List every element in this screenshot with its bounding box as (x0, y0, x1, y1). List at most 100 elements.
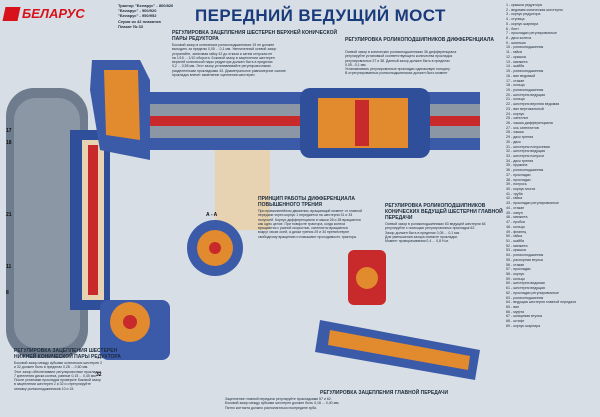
legend-item: 1 - крышка редуктора (506, 3, 542, 7)
legend-item: 20 - шестерня ведущая (506, 92, 545, 97)
text-line: Пятно контакта должно располагаться посе… (225, 405, 317, 410)
legend-item: 65 - вал (506, 305, 520, 309)
text-line: В отрегулированных роликоподшипниках дол… (345, 71, 448, 76)
legend-item: 6 - болт (506, 26, 519, 31)
brand-name: БЕЛАРУС (22, 6, 85, 21)
tractor-line: "Беларус" - 900/920 (118, 8, 157, 14)
legend-item: 11 - гайка (506, 50, 522, 55)
legend-item: 44 - стакан (506, 205, 525, 210)
text-line: верхней конической пары редуктора должен… (172, 60, 273, 65)
legend-item: 25 - сателлит (506, 116, 529, 121)
legend-item: 50 - гайка (506, 234, 523, 239)
legend-item: 12 - крышка (506, 54, 526, 59)
legend-item: 48 - кольцо (506, 224, 525, 229)
legend-item: 13 - манжета (506, 59, 528, 64)
legend-item: 18 - кольцо (506, 83, 525, 88)
text-line: на 1/15 ... 1/10 оборота. Боковой зазор … (172, 55, 275, 60)
text-line: и 32 должен быть в пределах 0,28 ... 0,6… (14, 365, 89, 370)
text-line: вокруг своих осей, а диски трения 29 и 3… (258, 230, 350, 235)
legend-item: 37 - прокладки (506, 172, 531, 177)
legend-item: 9 - шпилька (506, 40, 526, 45)
text-line: Осевой зазор в роликоподшипниках 63 веду… (385, 222, 486, 226)
text-line: Боковой зазор в конических роликоподшипн… (172, 43, 275, 47)
lower-pair-title: РЕГУЛИРОВКА ЗАЦЕПЛЕНИЯ ШЕСТЕРЕН НИЖНЕЙ К… (14, 348, 121, 360)
tractor-models: Трактор "Беларус" - 800/820 "Беларус" - … (118, 3, 178, 29)
legend-item: 67 - шлицевая втулка (506, 314, 542, 319)
legend-item: 2 - ведомая коническая шестерня (506, 7, 563, 12)
text-line: Этот зазор обеспечивают регулировочные п… (14, 369, 101, 374)
text-line: передачи через корпус 1 передается на ше… (258, 213, 353, 218)
text-line: Боковой зазор между зубьями шестерен дол… (225, 401, 340, 406)
legend-item: 32 - шестерня ведущая (506, 149, 545, 154)
legend-item: 35 - пружина (506, 163, 528, 168)
legend-item: 61 - шестерня ведущая (506, 286, 545, 291)
legend-item: 64 - ведущая шестерня главной передачи (506, 300, 576, 305)
text-line: регулировочных 37 и 38. Данный зазор дол… (345, 58, 450, 63)
legend-item: 33 - шестерня полуоси (506, 154, 544, 158)
legend-item: 52 - манжета (506, 243, 528, 248)
legend-item: 24 - корпус (506, 111, 525, 116)
legend-item: 22 - шестерня верхняя ведомая (506, 102, 560, 107)
brand-logo: БЕЛАРУС (2, 3, 114, 25)
legend-item: 34 - диск трения (506, 158, 534, 163)
legend-item: 26 - чашка дифференциала (506, 120, 553, 125)
principle-title: ПРИНЦИП РАБОТЫ ДИФФЕРЕНЦИАЛА ПОВЫШЕННОГО… (258, 196, 355, 208)
text-line: Момент проворачивания 0,4 ... 0,8 Н.м. (385, 239, 449, 244)
text-line: При прямолинейном движении, вращающий мо… (258, 209, 362, 213)
legend-item: 15 - роликоподшипник (506, 69, 544, 74)
text-line: устраняйте, затягивая гайку 42 до отказа… (172, 51, 273, 56)
legend-item: 59 - кольцо (506, 276, 525, 281)
legend-item: 27 - ось сателлитов (506, 125, 539, 130)
text-line: в зацеплении шестерен 2 и 32 и отрегулир… (14, 382, 91, 387)
legend-item: 4 - ступица (506, 17, 525, 22)
text-line: полуосей. Корпус дифференциала и чашки 2… (258, 217, 361, 222)
legend-item: 47 - пробка (506, 220, 525, 225)
text-line: затяжку роликоподшипников 10 и 15. (14, 386, 75, 391)
legend-item: 62 - прокладки регулировочные (506, 290, 559, 295)
legend-item: 58 - корпус (506, 271, 525, 276)
callout-18: 18 (6, 140, 12, 146)
legend-item: 39 - полуось (506, 182, 527, 187)
text-line: Боковой зазор между зубьями конических ш… (14, 361, 103, 365)
text-line: Зазор должен быть в пределах 0,05 ... 0,… (385, 230, 460, 235)
legend-item: 66 - муфта (506, 309, 524, 314)
legend-item: 38 - прокладки (506, 177, 531, 182)
legend-item: 51 - шайба (506, 238, 525, 243)
legend-item: 14 - шайба (506, 64, 525, 69)
text-line: Устанавливать регулировочные прокладки о… (345, 67, 450, 72)
legend-item: 29 - диск трения (506, 135, 534, 140)
text-line: После установки прокладок проверьте боко… (14, 378, 101, 383)
legend-item: 46 - манжета (506, 215, 528, 220)
main-gear-title: РЕГУЛИРОВКА ЗАЦЕПЛЕНИЯ ГЛАВНОЙ ПЕРЕДАЧИ (320, 390, 449, 396)
text-line: прокладок влечет изменение сцепления шес… (172, 73, 256, 78)
legend-item: 43 - прокладки регулировочные (506, 201, 559, 206)
text-line: свободному вращению и повышают проходимо… (258, 234, 357, 239)
callout-17: 17 (6, 128, 12, 134)
differential-text: Осевой зазор в конических роликоподшипни… (345, 50, 503, 76)
legend-item: 23 - вал вертикальный (506, 106, 544, 111)
wheel-hub-inner (14, 98, 80, 348)
legend-item: 56 - стакан (506, 262, 525, 267)
legend-item: 63 - роликоподшипник (506, 295, 544, 300)
text-line: разделенными прокладками 43. Диаметральн… (172, 68, 286, 73)
legend-item: 68 - штифт (506, 319, 525, 324)
legend-item: 7 - прокладки регулировочные (506, 31, 557, 36)
section-view-hub (209, 242, 221, 254)
text-line: 0,2 ... 0,55 мм. Этот зазор устанавливай… (172, 64, 271, 69)
legend-item: 55 - распорная втулка (506, 257, 543, 262)
legend-item: 17 - стакан (506, 78, 525, 83)
legend-item: 10 - роликоподшипник (506, 45, 544, 50)
text-line: 7 крепления диска колеса, равные 0,15 ..… (14, 373, 97, 378)
legend-item: 8 - диск колеса (506, 36, 532, 41)
principle-text: При прямолинейном движении, вращающий мо… (258, 209, 373, 239)
callout-21: 21 (6, 212, 12, 218)
legend-item: 3 - корпус редуктора (506, 12, 541, 17)
legend-item: 21 - кольцо (506, 97, 525, 102)
lower-gear-hub (123, 315, 137, 329)
friction-differential-detail (215, 150, 270, 230)
drive-pinion-detail (356, 267, 378, 289)
reductor-top-text: Боковой зазор в конических роликоподшипн… (172, 43, 342, 77)
